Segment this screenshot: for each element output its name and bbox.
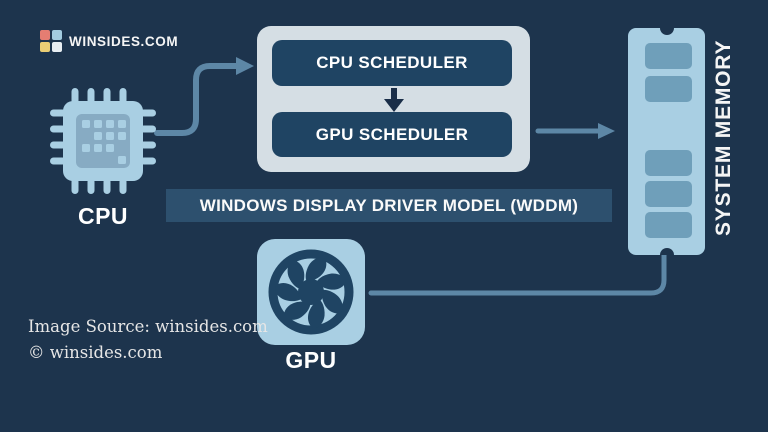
gpu-label: GPU: [285, 347, 337, 373]
cpu-scheduler-box: CPU SCHEDULER: [272, 40, 512, 86]
winsides-logo-text: WINSIDES.COM: [69, 33, 179, 49]
gpu-node: GPU: [257, 239, 365, 374]
system-memory-label: SYSTEM MEMORY: [712, 39, 735, 236]
scheduler-panel: CPU SCHEDULER GPU SCHEDULER: [257, 26, 530, 172]
image-source-text: Image Source: winsides.com: [28, 317, 268, 336]
copyright-text: © winsides.com: [28, 343, 163, 362]
ram-stick-icon: [628, 21, 705, 262]
cpu-chip-dots: [82, 120, 126, 164]
system-memory-node: [628, 21, 705, 262]
gpu-to-memory-connector: [368, 247, 667, 296]
down-arrow-icon: [384, 88, 404, 112]
cpu-chip-pins: [50, 88, 156, 194]
winsides-logo: WINSIDES.COM: [40, 30, 178, 52]
footer-credits: Image Source: winsides.com © winsides.co…: [28, 314, 268, 366]
ram-chips: [645, 43, 692, 238]
winsides-logo-icon: [40, 30, 62, 52]
gpu-fan-icon: [268, 249, 354, 335]
scheduler-to-memory-arrow: [535, 123, 615, 139]
cpu-label: CPU: [77, 203, 129, 229]
cpu-to-scheduler-arrow: [154, 57, 254, 136]
gpu-card: [257, 239, 365, 345]
gpu-fan-hub: [298, 279, 324, 305]
wddm-label-bar: WINDOWS DISPLAY DRIVER MODEL (WDDM): [166, 189, 612, 222]
cpu-chip-icon: [50, 88, 156, 194]
cpu-node: CPU: [48, 86, 158, 230]
gpu-scheduler-box: GPU SCHEDULER: [272, 112, 512, 157]
gpu-fan-blades: [275, 257, 346, 328]
